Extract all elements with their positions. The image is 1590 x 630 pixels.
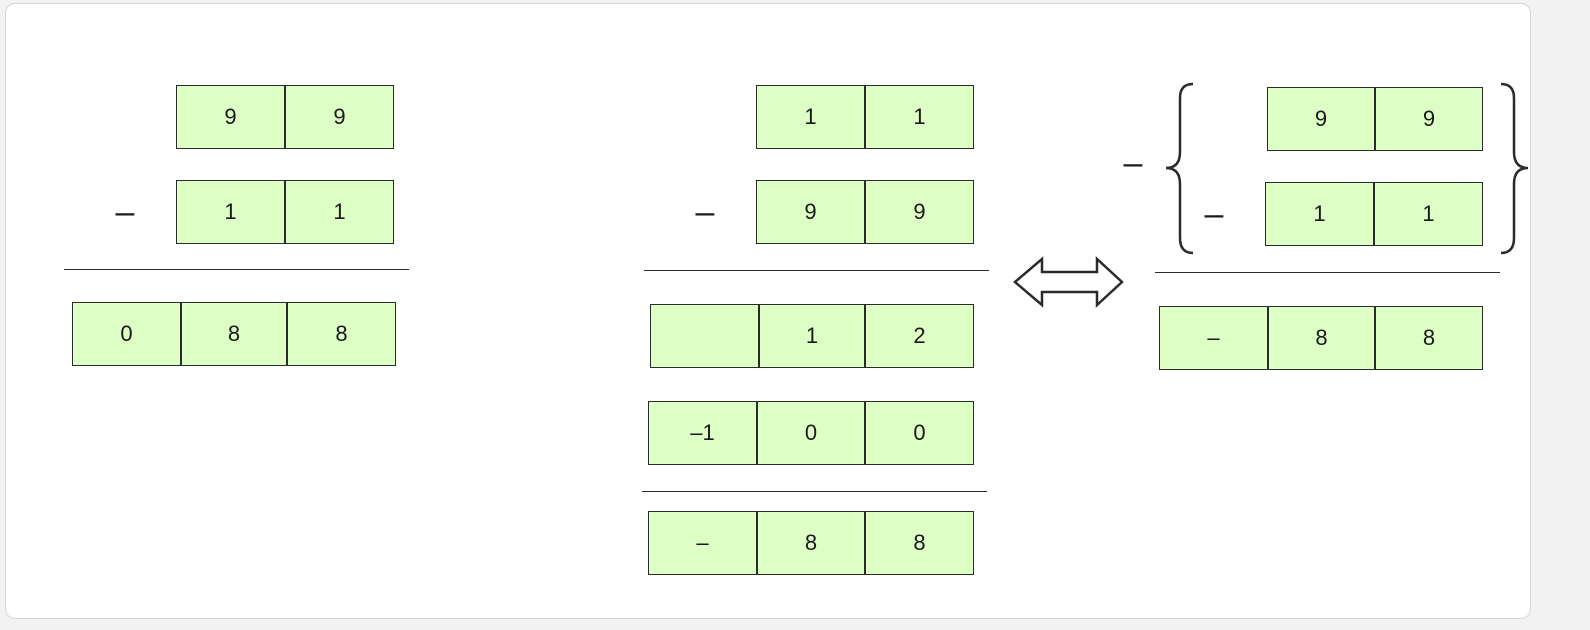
left-minus-sign: – xyxy=(115,193,135,231)
left-result-line xyxy=(64,269,409,270)
right-result-line xyxy=(1155,272,1500,273)
middle-row2-cell2: 2 xyxy=(865,304,974,368)
right-row2-cell0: – xyxy=(1159,306,1268,370)
middle-minus-sign: – xyxy=(695,193,715,231)
right-row1-cell1: 1 xyxy=(1374,182,1483,246)
middle-row4-cell1: 8 xyxy=(757,511,865,575)
middle-row3-cell0: –1 xyxy=(648,401,757,465)
middle-row4-cell0: – xyxy=(648,511,757,575)
middle-row0-cell0: 1 xyxy=(756,85,865,149)
middle-row1-cell1: 9 xyxy=(865,180,974,244)
left-row0-cell1: 9 xyxy=(285,85,394,149)
middle-row2-cell0 xyxy=(650,304,759,368)
right-row0-cell0: 9 xyxy=(1267,87,1375,151)
middle-row3-cell2: 0 xyxy=(865,401,974,465)
middle-result-line-2 xyxy=(642,491,987,492)
left-row2-cell0: 0 xyxy=(72,302,181,366)
left-row2-cell2: 8 xyxy=(287,302,396,366)
middle-row1-cell0: 9 xyxy=(756,180,865,244)
middle-row4-cell2: 8 xyxy=(865,511,974,575)
right-row1-cell0: 1 xyxy=(1265,182,1374,246)
left-row2-cell1: 8 xyxy=(181,302,287,366)
left-row1-cell0: 1 xyxy=(176,180,285,244)
right-outer-minus-sign: – xyxy=(1123,144,1143,182)
right-row2-cell2: 8 xyxy=(1375,306,1483,370)
left-row0-cell0: 9 xyxy=(176,85,285,149)
middle-result-line-1 xyxy=(644,270,989,271)
left-row1-cell1: 1 xyxy=(285,180,394,244)
right-row0-cell1: 9 xyxy=(1375,87,1483,151)
middle-row0-cell1: 1 xyxy=(865,85,974,149)
right-row2-cell1: 8 xyxy=(1268,306,1375,370)
middle-row2-cell1: 1 xyxy=(759,304,865,368)
right-minus-sign: – xyxy=(1204,195,1224,233)
middle-row3-cell1: 0 xyxy=(757,401,865,465)
